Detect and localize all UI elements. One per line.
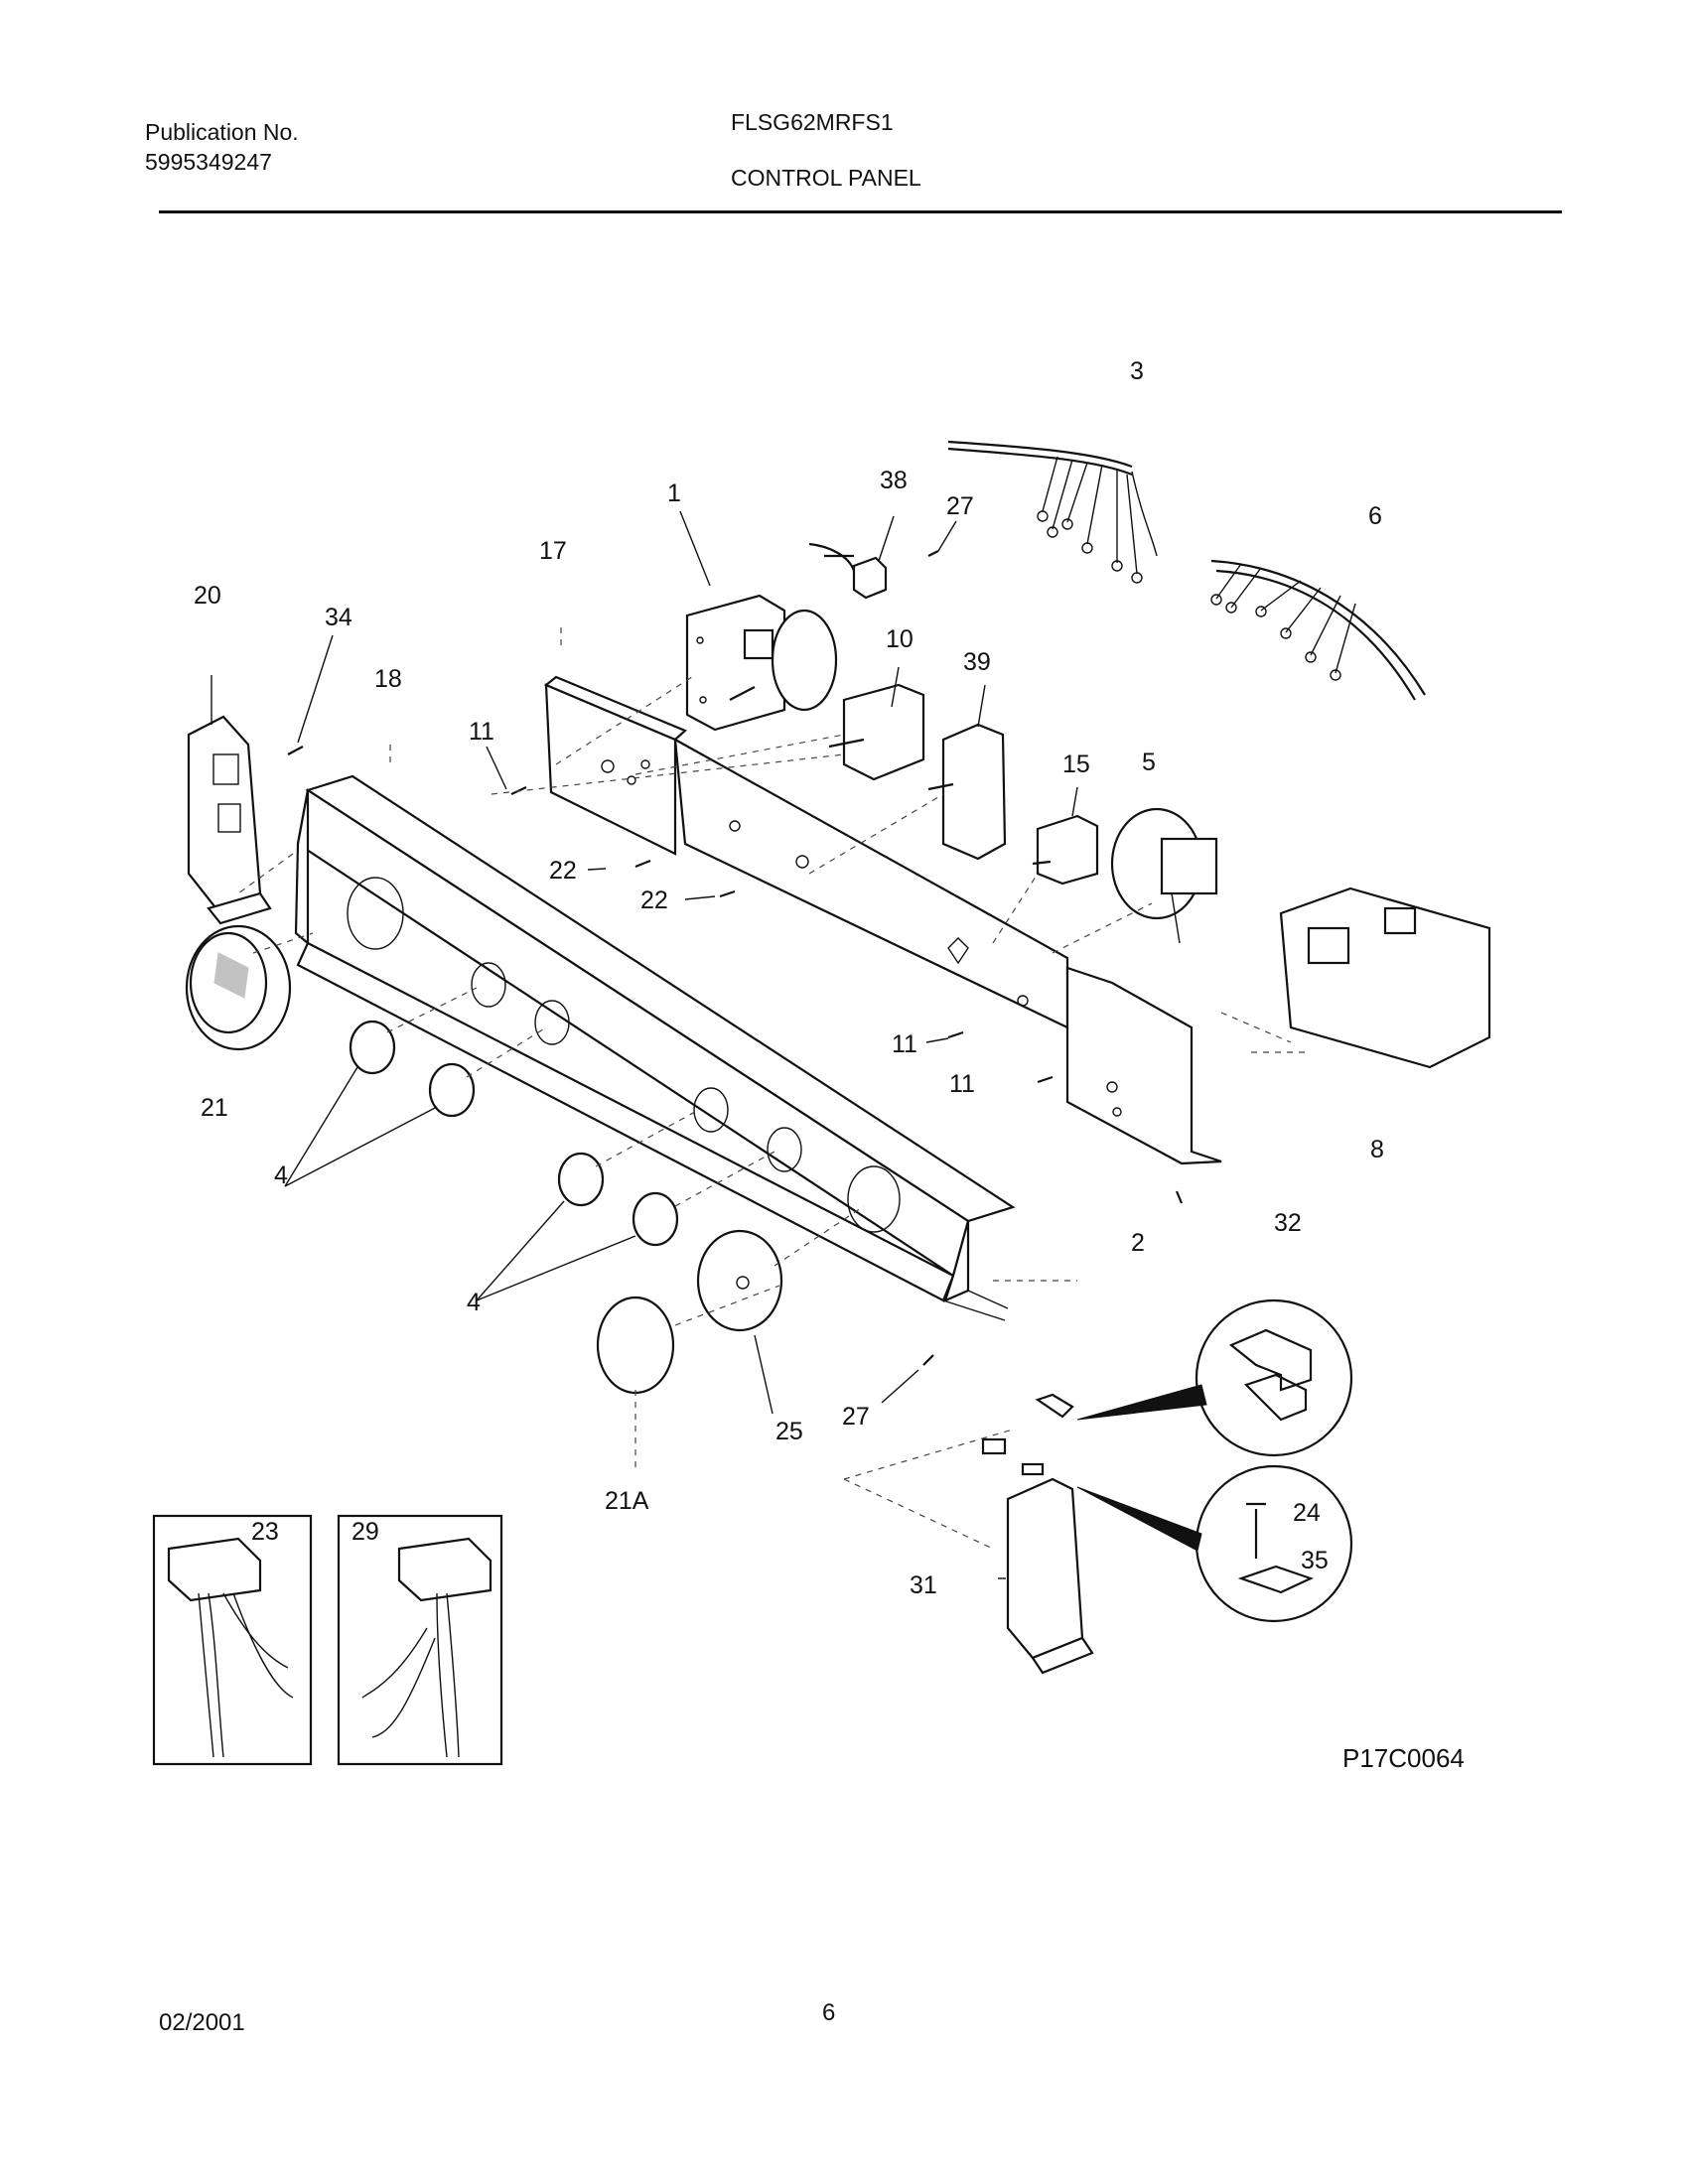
callout-22: 22 [640, 887, 668, 914]
callout-10: 10 [886, 625, 914, 653]
callout-21a: 21A [605, 1487, 649, 1515]
temperature-switch-part [927, 723, 1007, 861]
callout-21: 21 [201, 1094, 228, 1122]
callout-39: 39 [963, 648, 991, 676]
section-title: CONTROL PANEL [731, 165, 921, 191]
right-end-cap-part [981, 1393, 1094, 1675]
callout-31: 31 [910, 1571, 937, 1599]
callout-23: 23 [251, 1518, 279, 1546]
callout-6: 6 [1368, 502, 1382, 530]
detail-circles [1076, 1298, 1353, 1623]
callout-27: 27 [946, 492, 974, 520]
left-end-cap-part [187, 715, 272, 925]
callout-35: 35 [1301, 1547, 1329, 1574]
publication-label: Publication No. [145, 119, 299, 145]
wire-harness-right-part [1210, 559, 1426, 701]
callout-24: 24 [1293, 1499, 1321, 1527]
callout-leader-lines [211, 510, 1078, 1579]
callout-32: 32 [1274, 1209, 1302, 1237]
fastener-parts [287, 542, 1184, 1366]
callout-11: 11 [469, 718, 494, 746]
callout-11: 11 [949, 1070, 975, 1098]
callout-27: 27 [842, 1403, 870, 1431]
callout-18: 18 [374, 665, 402, 693]
publication-number: 5995349247 [145, 149, 272, 175]
callout-38: 38 [880, 467, 908, 494]
drawing-code: P17C0064 [1342, 1743, 1465, 1773]
callout-20: 20 [194, 582, 221, 610]
timer-part [685, 594, 838, 732]
mounting-bracket [543, 675, 1222, 1165]
buzzer-part [1110, 807, 1218, 944]
assembly-guide-lines [237, 627, 1153, 1550]
relay-assembly-part [1220, 887, 1491, 1069]
callout-labels: 1 2 3 4 4 5 6 8 10 11 11 11 15 17 18 20 … [194, 357, 1384, 1599]
callout-1: 1 [667, 479, 681, 507]
model-number: FLSG62MRFS1 [731, 109, 894, 135]
selector-switch-part [828, 683, 925, 781]
callout-5: 5 [1142, 749, 1156, 776]
cycle-signal-switch-part [1032, 814, 1099, 886]
knobs [185, 924, 783, 1395]
header-rule [159, 210, 1562, 213]
callout-4: 4 [467, 1289, 481, 1316]
wire-harness-top-part [947, 440, 1158, 584]
callout-4: 4 [274, 1161, 288, 1189]
callout-17: 17 [539, 537, 567, 565]
callout-25: 25 [775, 1418, 803, 1445]
callout-29: 29 [352, 1518, 379, 1546]
callout-34: 34 [325, 604, 352, 631]
harness-inset-boxes [152, 1514, 503, 1766]
footer-date: 02/2001 [159, 2009, 245, 2036]
callout-11: 11 [892, 1030, 917, 1058]
control-panel-body [294, 774, 1016, 1321]
callout-15: 15 [1062, 751, 1090, 778]
callout-3: 3 [1130, 357, 1144, 385]
page-number: 6 [822, 1999, 835, 2026]
callout-8: 8 [1370, 1136, 1384, 1163]
callout-2: 2 [1131, 1229, 1145, 1257]
callout-22: 22 [549, 857, 577, 885]
